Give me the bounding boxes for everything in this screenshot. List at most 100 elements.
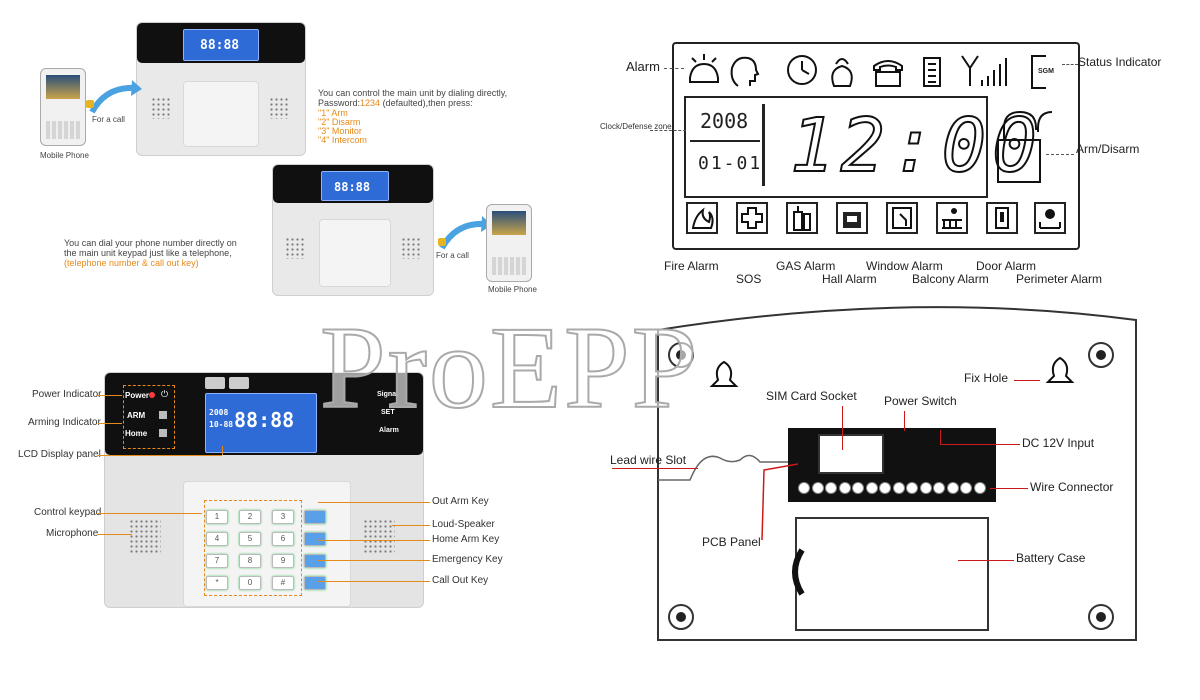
label-perimeter-alarm: Perimeter Alarm — [1016, 272, 1103, 286]
label-pcb-panel: PCB Panel — [702, 535, 761, 549]
front-lcd-time: 88:88 — [234, 408, 295, 432]
padlock-icon — [997, 110, 1053, 183]
dial-instruction-2: the main unit keypad just like a telepho… — [64, 248, 232, 258]
label-arm-disarm: Arm/Disarm — [1076, 142, 1140, 156]
leader-clock — [650, 130, 686, 131]
label-sim-card-socket: SIM Card Socket — [766, 389, 857, 403]
sgm-label: SGM — [1038, 68, 1054, 75]
hall-alarm-icon — [836, 202, 868, 234]
terminal-screw-icon — [973, 482, 986, 494]
label-fire-alarm: Fire Alarm — [664, 259, 719, 273]
keypad-key[interactable]: * — [206, 576, 228, 590]
label-battery-case: Battery Case — [1016, 551, 1086, 565]
arm-led-icon — [159, 411, 167, 419]
keypad-key[interactable]: 6 — [272, 532, 294, 546]
label-lcd-display-panel: LCD Display panel — [18, 449, 101, 460]
label-microphone: Microphone — [46, 528, 99, 539]
indicator-box — [123, 385, 175, 449]
password-value: 1234 — [360, 98, 381, 108]
front-phone-icon-2 — [229, 377, 249, 389]
terminal-screw-icon — [852, 482, 864, 494]
front-alarm-text: Alarm — [379, 427, 399, 434]
label-balcony-alarm: Balcony Alarm — [912, 272, 989, 286]
front-speaker-grille — [363, 519, 395, 555]
fire-alarm-icon — [686, 202, 718, 234]
terminal-screw-icon — [825, 482, 837, 494]
keypad-dash-box — [204, 500, 302, 596]
segment-divider-h — [690, 140, 760, 142]
sim-socket — [818, 434, 884, 474]
unit-keypad — [183, 81, 259, 147]
pcb-leader — [761, 463, 799, 541]
terminal-screw-icon — [946, 482, 959, 494]
terminal-screw-icon — [838, 482, 851, 494]
leader-status — [1062, 64, 1078, 65]
label-clock-zone: Clock/Defense zone — [600, 122, 672, 131]
lcd-clock: 12:00 — [789, 102, 1043, 189]
segment-area — [684, 96, 988, 198]
label-power-indicator: Power Indicator — [32, 389, 102, 400]
watermark-text: ProEPP — [319, 301, 700, 434]
password-suffix: (defaulted),then press: — [380, 98, 473, 108]
label-status-indicator: Status Indicator — [1078, 55, 1162, 69]
keypad-key[interactable]: 4 — [206, 532, 228, 546]
keypad-key[interactable]: 7 — [206, 554, 228, 568]
speaker-grille-2 — [401, 237, 421, 259]
mobile-phone-image — [40, 68, 86, 146]
label-door-alarm: Door Alarm — [976, 259, 1037, 273]
call-arrow-icon — [89, 80, 142, 114]
function-key[interactable] — [304, 532, 326, 546]
option-arm: "1" Arm — [318, 108, 348, 118]
function-key[interactable] — [304, 576, 326, 590]
lcd-time-text-2: 88:88 — [334, 180, 371, 194]
label-power-switch: Power Switch — [884, 394, 957, 408]
label-window-alarm: Window Alarm — [866, 259, 943, 273]
leader-alarm — [664, 68, 684, 69]
dial-instruction-1: You can dial your phone number directly … — [64, 238, 237, 248]
power-led-icon — [149, 392, 155, 398]
mobile-phone-label: Mobile Phone — [40, 151, 89, 160]
for-a-call-label-2: For a call — [436, 251, 469, 260]
speaker-grille — [269, 97, 289, 119]
option-monitor: "3" Monitor — [318, 126, 362, 136]
control-instruction-2: Password:1234 (defaulted),then press: — [318, 98, 473, 108]
label-hall-alarm: Hall Alarm — [822, 272, 877, 286]
function-key[interactable] — [304, 554, 326, 568]
lcd-year: 2008 — [700, 109, 749, 133]
label-gas-alarm: GAS Alarm — [776, 259, 836, 273]
label-sos: SOS — [736, 272, 762, 286]
label-control-keypad: Control keypad — [34, 507, 102, 518]
terminal-screw-icon — [811, 482, 824, 494]
keypad-key[interactable]: 1 — [206, 510, 228, 524]
keypad-key[interactable]: 8 — [239, 554, 261, 568]
keypad-key[interactable]: 0 — [239, 576, 261, 590]
terminal-screw-icon — [933, 482, 945, 494]
terminal-screw-icon — [798, 482, 810, 494]
home-led-icon — [159, 429, 167, 437]
terminal-screw-icon — [879, 482, 891, 494]
lcd-time-text: 88:88 — [200, 38, 240, 53]
unit-keypad-2 — [319, 219, 391, 287]
front-power-text: Power — [125, 391, 150, 400]
alarm-unit-lower: 88:88 — [272, 164, 434, 296]
keypad-key[interactable]: 2 — [239, 510, 261, 524]
keypad-key[interactable]: # — [272, 576, 294, 590]
sos-icon — [736, 202, 768, 234]
keypad-key[interactable]: 9 — [272, 554, 294, 568]
terminal-screw-icon — [865, 482, 878, 494]
label-arming-indicator: Arming Indicator — [28, 417, 101, 428]
function-key[interactable] — [304, 510, 326, 524]
terminal-screw-icon — [919, 482, 932, 494]
screw-top-right-icon — [1088, 342, 1114, 368]
label-out-arm-key: Out Arm Key — [432, 496, 489, 507]
option-disarm: "2" Disarm — [318, 117, 361, 127]
password-prefix: Password: — [318, 98, 361, 108]
keypad-key[interactable]: 5 — [239, 532, 261, 546]
keypad-key[interactable]: 3 — [272, 510, 294, 524]
door-alarm-icon — [986, 202, 1018, 234]
terminal-screw-icon — [960, 482, 972, 494]
balcony-alarm-icon — [936, 202, 968, 234]
window-alarm-icon — [886, 202, 918, 234]
status-icons-row — [689, 54, 1046, 89]
front-lcd-date: 10-88 — [209, 420, 234, 429]
